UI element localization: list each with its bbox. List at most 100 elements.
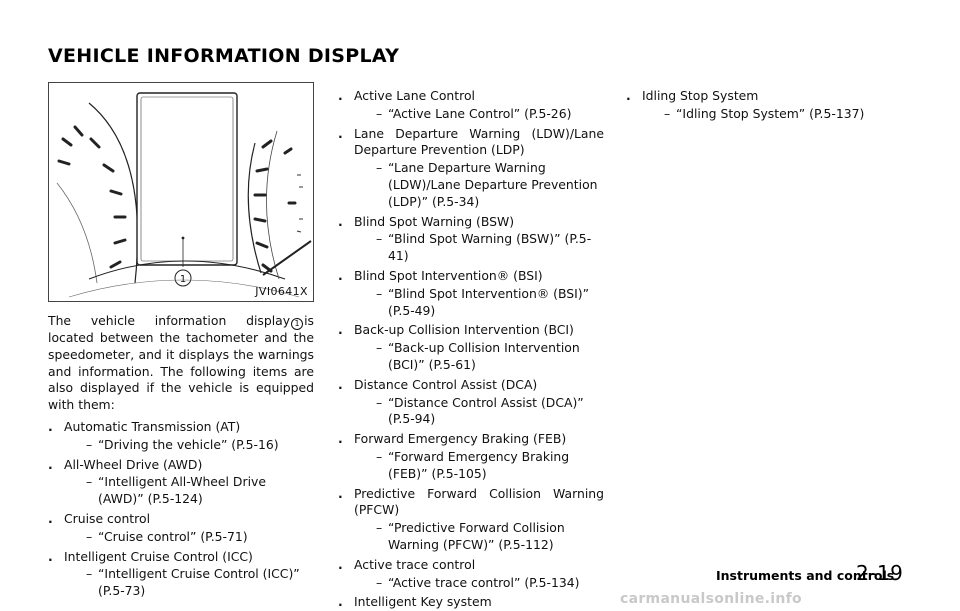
feature-list: . Active Lane Control –“Active Lane Contro… xyxy=(338,88,604,611)
list-item: . Distance Control Assist (DCA) –“Distance… xyxy=(338,377,604,428)
page-reference-link[interactable]: –“Intelligent All-Wheel Drive (AWD)” (P.… xyxy=(76,474,314,508)
dash-icon: – xyxy=(86,474,93,490)
page-reference-link[interactable]: –“Active trace control” (P.5-134) xyxy=(366,575,604,592)
bullet-icon: . xyxy=(48,418,53,434)
bullet-icon: . xyxy=(338,88,343,103)
speedometer-minor-ticks xyxy=(296,174,303,233)
item-label: Forward Emergency Braking (FEB) xyxy=(354,431,567,447)
callout-circle xyxy=(174,269,192,287)
dash-icon: – xyxy=(376,160,383,176)
bullet-icon: . xyxy=(338,485,343,501)
list-item: . Cruise control –“Cruise control” (P.5-71… xyxy=(48,511,314,546)
reference-text: “Driving the vehicle” (P.5-16) xyxy=(98,436,279,452)
list-item: . Lane Departure Warning (LDW)/Lane Depar… xyxy=(338,126,604,211)
page-reference-link[interactable]: –“Forward Emergency Braking (FEB)” (P.5-… xyxy=(366,449,604,483)
dash-icon: – xyxy=(86,528,93,544)
callout-marker-icon: 1 xyxy=(291,318,304,330)
item-label: All-Wheel Drive (AWD) xyxy=(64,456,203,472)
page-reference-link[interactable]: –“Cruise control” (P.5-71) xyxy=(76,529,314,546)
list-item: . Blind Spot Warning (BSW) –“Blind Spot Wa… xyxy=(338,214,604,265)
feature-list: .Automatic Transmission (AT)–“Driving th… xyxy=(48,419,314,600)
item-label: Blind Spot Intervention® (BSI) xyxy=(354,267,543,283)
bullet-icon: . xyxy=(338,322,343,338)
list-item: . Active Lane Control –“Active Lane Contro… xyxy=(338,88,604,123)
list-item: .Forward Emergency Braking (FEB)–“Forwar… xyxy=(338,431,604,482)
item-label: Predictive Forward Collision Warning (PF… xyxy=(354,485,604,518)
page-reference-link[interactable]: –“Blind Spot Warning (BSW)” (P.5-41) xyxy=(366,231,604,265)
column-right: . Idling Stop System –“Idling Stop System”… xyxy=(626,88,876,126)
bullet-icon: . xyxy=(48,510,53,526)
page-reference-link[interactable]: –“Driving the vehicle” (P.5-16) xyxy=(76,437,314,454)
bullet-icon: . xyxy=(338,556,343,572)
item-label: Back-up Collision Intervention (BCI) xyxy=(354,322,574,338)
item-label: Idling Stop System xyxy=(642,88,759,103)
dash-icon: – xyxy=(376,574,383,590)
item-label: Lane Departure Warning (LDW)/Lane Depart… xyxy=(354,125,604,158)
dash-icon: – xyxy=(376,340,383,356)
column-middle: . Active Lane Control –“Active Lane Contro… xyxy=(338,88,604,611)
item-label: Blind Spot Warning (BSW) xyxy=(354,213,515,229)
dash-icon: – xyxy=(86,436,93,452)
item-label: Cruise control xyxy=(64,510,151,526)
intro-text-start: The vehicle information display xyxy=(48,313,291,328)
bullet-icon: . xyxy=(626,88,631,103)
page-reference-link[interactable]: –“Blind Spot Intervention® (BSI)” (P.5-4… xyxy=(366,286,604,320)
speedometer-arc xyxy=(247,142,262,274)
page-title: VEHICLE INFORMATION DISPLAY xyxy=(48,45,400,67)
page-reference-link[interactable]: –“Distance Control Assist (DCA)” (P.5-94… xyxy=(366,395,604,429)
bullet-icon: . xyxy=(338,267,343,283)
dash-icon: – xyxy=(376,231,383,247)
callout-number: 1 xyxy=(180,274,186,285)
bullet-icon: . xyxy=(338,431,343,447)
list-item: . Intelligent Cruise Control (ICC) –“Intel… xyxy=(48,549,314,600)
item-label: Active trace control xyxy=(354,556,476,572)
item-label: Intelligent Key system xyxy=(354,594,492,610)
reference-text: “Blind Spot Warning (BSW)” (P.5-41) xyxy=(388,231,592,264)
dash-icon: – xyxy=(376,448,383,464)
feature-list: . Idling Stop System –“Idling Stop System”… xyxy=(626,88,876,123)
bullet-icon: . xyxy=(338,376,343,392)
list-item: . Automatic Transmission (AT) –“Driving th… xyxy=(48,419,314,454)
bullet-icon: . xyxy=(338,213,343,229)
instrument-cluster-figure: 1 JVI0641X xyxy=(48,82,314,302)
page-reference-link[interactable]: –“Active Lane Control” (P.5-26) xyxy=(366,106,604,123)
list-item: . Predictive Forward Collision Warning (P… xyxy=(338,486,604,554)
page-number: 2-19 xyxy=(856,561,904,585)
reference-text: “Back-up Collision Intervention (BCI)” (… xyxy=(388,340,580,372)
reference-text: “Blind Spot Intervention® (BSI)” (P.5-49… xyxy=(388,285,590,318)
page-reference-link[interactable]: –“Predictive Forward Collision Warning (… xyxy=(366,520,604,554)
display-screen-outline xyxy=(136,92,238,266)
page-reference-link[interactable]: –“Intelligent Cruise Control (ICC)” (P.5… xyxy=(76,566,314,600)
bullet-icon: . xyxy=(338,594,343,610)
item-label: Automatic Transmission (AT) xyxy=(64,418,241,434)
item-label: Active Lane Control xyxy=(354,88,475,103)
dash-icon: – xyxy=(86,566,93,582)
list-item: . Blind Spot Intervention® (BSI) –“Blind S… xyxy=(338,268,604,319)
list-item: . Idling Stop System –“Idling Stop System”… xyxy=(626,88,876,123)
item-label: Distance Control Assist (DCA) xyxy=(354,376,538,392)
speedometer-ticks xyxy=(253,139,297,273)
list-item: . Active trace control –“Active trace cont… xyxy=(338,557,604,592)
bullet-icon: . xyxy=(48,548,53,564)
reference-text: “Intelligent All-Wheel Drive (AWD)” (P.5… xyxy=(98,474,266,507)
bullet-icon: . xyxy=(48,456,53,472)
item-label: Intelligent Cruise Control (ICC) xyxy=(64,548,253,564)
tachometer-ticks xyxy=(57,125,127,269)
footer-section-title: Instruments and controls xyxy=(716,568,895,583)
reference-text: “Distance Control Assist (DCA)” (P.5-94) xyxy=(388,394,584,427)
page-reference-link[interactable]: –“Lane Departure Warning (LDW)/Lane Depa… xyxy=(366,160,604,210)
figure-code: JVI0641X xyxy=(255,285,308,298)
page-reference-link[interactable]: –“Idling Stop System” (P.5-137) xyxy=(654,106,876,123)
reference-text: “Intelligent Cruise Control (ICC)” (P.5-… xyxy=(98,566,300,599)
reference-text: “Idling Stop System” (P.5-137) xyxy=(676,105,865,121)
page-reference-link[interactable]: –“Back-up Collision Intervention (BCI)” … xyxy=(366,340,604,374)
dash-icon: – xyxy=(376,394,383,410)
reference-text: “Predictive Forward Collision Warning (P… xyxy=(388,520,565,552)
bullet-icon: . xyxy=(338,125,343,141)
list-item: . Back-up Collision Intervention (BCI) –“B… xyxy=(338,322,604,373)
reference-text: “Active trace control” (P.5-134) xyxy=(388,574,580,590)
dash-icon: – xyxy=(664,105,671,121)
reference-text: “Forward Emergency Braking (FEB)” (P.5-1… xyxy=(388,448,570,481)
